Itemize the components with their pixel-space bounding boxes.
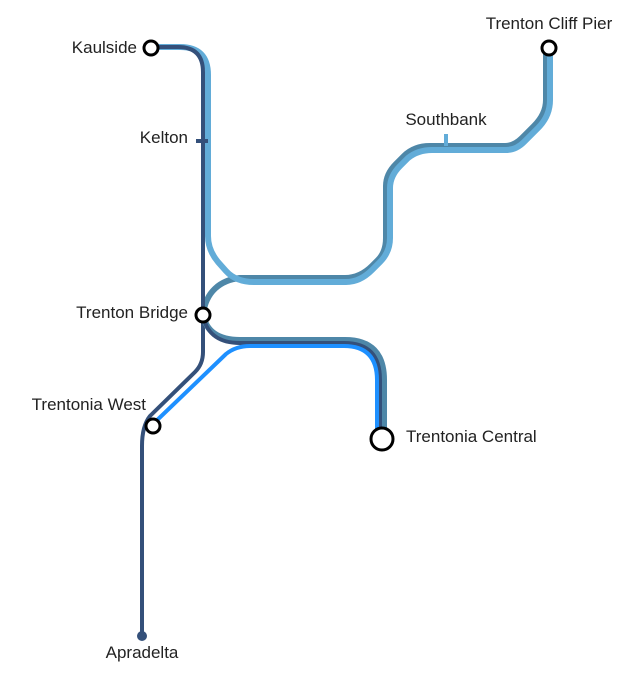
route-navy-south[interactable] — [201, 312, 382, 440]
route-steel-blue-north[interactable] — [200, 44, 549, 317]
station-kaulside[interactable] — [142, 39, 160, 57]
route-bright-blue[interactable] — [150, 344, 379, 440]
station-trentonia-central[interactable] — [369, 426, 395, 452]
station-trentonia-west[interactable] — [144, 417, 162, 435]
station-trenton-bridge[interactable] — [194, 306, 212, 324]
label-kelton: Kelton — [140, 128, 188, 147]
label-trenton-cliff-pier: Trenton Cliff Pier — [486, 14, 613, 33]
route-steel-blue-south[interactable] — [200, 311, 387, 441]
label-apradelta: Apradelta — [106, 643, 179, 662]
route-light-blue[interactable] — [149, 44, 553, 285]
label-trenton-bridge: Trenton Bridge — [76, 303, 188, 322]
route-navy[interactable] — [140, 45, 205, 637]
label-kaulside: Kaulside — [72, 38, 137, 57]
station-trenton-cliff-pier[interactable] — [540, 39, 558, 57]
label-southbank: Southbank — [405, 110, 487, 129]
label-trentonia-central: Trentonia Central — [406, 427, 537, 446]
station-apradelta[interactable] — [137, 631, 147, 641]
label-trentonia-west: Trentonia West — [32, 395, 147, 414]
